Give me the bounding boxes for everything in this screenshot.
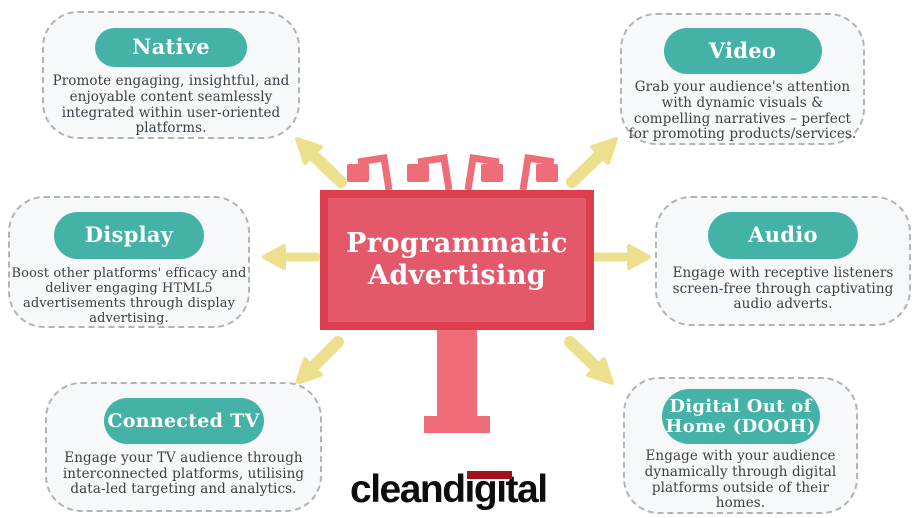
page-title-line1: Programmatic bbox=[346, 228, 568, 260]
node-pill-dooh: Digital Out of Home (DOOH) bbox=[661, 389, 820, 445]
node-description: Engage your TV audience through intercon… bbox=[62, 450, 305, 498]
node-card-connected-tv: Connected TV Engage your TV audience thr… bbox=[45, 382, 322, 512]
node-description: Engage with your audience dynamically th… bbox=[644, 448, 837, 512]
billboard-lamp-icon bbox=[347, 154, 393, 191]
page-title-line2: Advertising bbox=[367, 260, 546, 291]
node-description: Boost other platforms' efficacy and deli… bbox=[11, 265, 247, 326]
arrow-down-right-icon bbox=[564, 336, 614, 385]
node-card-dooh: Digital Out of Home (DOOH) Engage with y… bbox=[623, 377, 858, 514]
node-pill-connected-tv: Connected TV bbox=[103, 398, 264, 444]
brand-logo: cleandigital bbox=[350, 466, 548, 514]
node-label: Audio bbox=[748, 222, 818, 248]
node-description: Grab your audience's attention with dyna… bbox=[628, 79, 857, 143]
billboard-lamp-icon bbox=[464, 154, 503, 191]
node-label: Native bbox=[132, 34, 210, 60]
brand-logo-text: cleandigital bbox=[350, 468, 548, 511]
arrow-up-left-icon bbox=[295, 137, 347, 188]
billboard-lamp-icon bbox=[407, 154, 453, 191]
node-pill-video: Video bbox=[663, 28, 822, 75]
arrow-left-icon bbox=[262, 244, 321, 270]
node-description: Promote engaging, insightful, and enjoya… bbox=[52, 73, 290, 137]
node-pill-display: Display bbox=[54, 212, 204, 259]
node-card-display: Display Boost other platforms' efficacy … bbox=[8, 196, 250, 328]
arrow-down-left-icon bbox=[295, 336, 344, 385]
node-pill-native: Native bbox=[95, 28, 247, 68]
node-pill-audio: Audio bbox=[708, 212, 858, 259]
billboard-lamp-icon bbox=[519, 154, 558, 191]
brand-logo-red-bar-icon bbox=[467, 471, 512, 479]
node-label: Digital Out of Home (DOOH) bbox=[665, 396, 816, 437]
node-description: Engage with receptive listeners screen-f… bbox=[672, 265, 894, 313]
node-card-video: Video Grab your audience's attention wit… bbox=[620, 13, 865, 145]
billboard: Programmatic Advertising bbox=[320, 190, 594, 330]
node-card-audio: Audio Engage with receptive listeners sc… bbox=[655, 196, 911, 326]
node-label: Video bbox=[708, 37, 777, 63]
billboard-stand-base bbox=[424, 416, 490, 433]
billboard-stand bbox=[437, 328, 477, 418]
node-label: Display bbox=[84, 222, 174, 247]
arrow-right-icon bbox=[590, 244, 651, 270]
node-card-native: Native Promote engaging, insightful, and… bbox=[42, 11, 300, 139]
node-label: Connected TV bbox=[107, 409, 260, 432]
page-title: Programmatic Advertising bbox=[346, 228, 568, 292]
arrow-up-right-icon bbox=[566, 137, 618, 188]
